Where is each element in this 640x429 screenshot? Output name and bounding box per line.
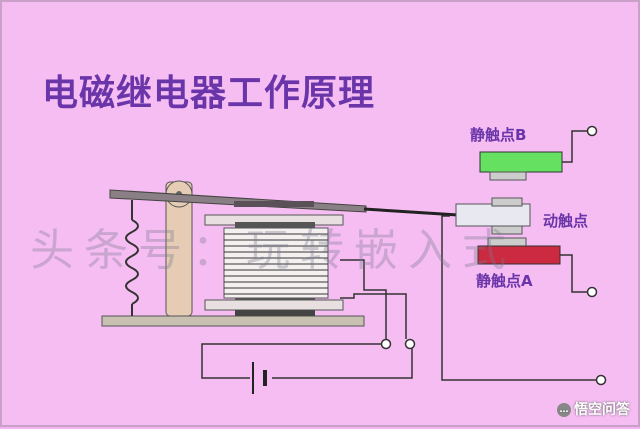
return-spring: [125, 200, 139, 316]
coil-bottom-plate: [204, 299, 344, 311]
coil-base-core: [235, 310, 315, 316]
coil-top-core: [235, 222, 315, 228]
diagram-title: 电磁继电器工作原理: [42, 73, 376, 114]
base-plate: [101, 315, 365, 327]
coil-windings: [224, 233, 328, 295]
label-moving-contact: 动触点: [543, 212, 589, 230]
contact-b-wire: [562, 130, 588, 163]
moving-contact-wire: [441, 215, 597, 381]
moving-contact-terminal: [595, 374, 607, 386]
armature-core-strip: [234, 201, 314, 207]
chat-bubble-icon: …: [557, 403, 571, 417]
contact-b-terminal: [586, 125, 598, 137]
label-static-contact-a: 静触点A: [476, 272, 533, 290]
battery-symbol: [252, 362, 267, 394]
label-static-contact-b: 静触点B: [470, 126, 527, 144]
brand-mark: …悟空问答: [557, 399, 630, 419]
brand-text: 悟空问答: [574, 402, 630, 418]
control-circuit: [201, 343, 413, 379]
coil-terminal-left: [380, 338, 392, 350]
coil-terminal-right: [404, 338, 416, 350]
armature-extension: [363, 207, 459, 217]
moving-contact-tip-bottom: [491, 225, 523, 235]
moving-contact-tip-top: [491, 197, 523, 207]
watermark-text: 头条号：玩转嵌入式: [30, 225, 516, 276]
contact-a-terminal: [586, 286, 598, 298]
contact-b-tip: [489, 171, 527, 181]
coil-leads: [340, 259, 407, 339]
contact-a-wire: [560, 254, 588, 293]
contact-b-plate: [479, 151, 563, 173]
